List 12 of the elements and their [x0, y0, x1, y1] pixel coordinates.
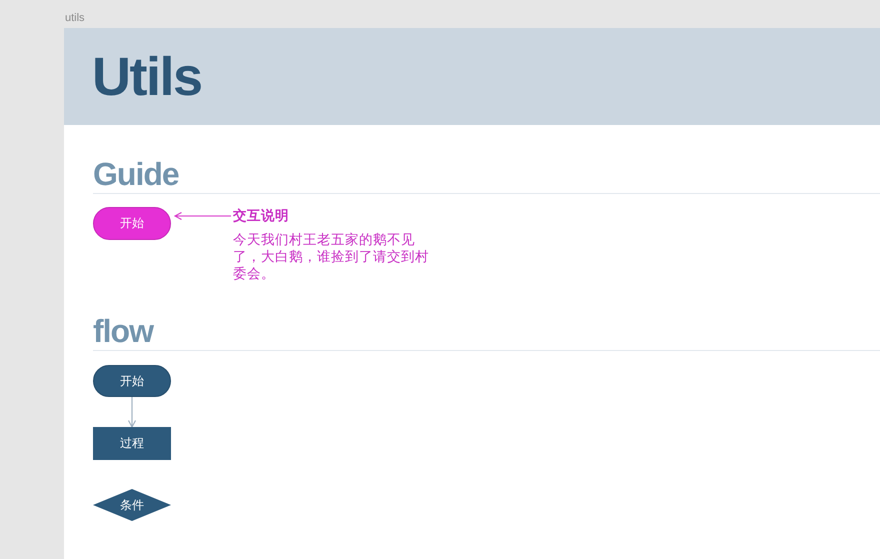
arrow: [174, 212, 231, 220]
note-text: 今天我们村王老五家的鹅不见了，大白鹅，谁捡到了请交到村委会。: [233, 231, 430, 282]
section-heading: flow: [93, 315, 153, 347]
note-heading: 交互说明: [233, 207, 290, 224]
page-title: Utils: [92, 50, 202, 104]
terminal-pill: 开始: [93, 365, 171, 397]
page-label: utils: [65, 12, 85, 24]
decision-diamond: 条件: [93, 489, 171, 521]
process-box: 过程: [93, 427, 171, 460]
section-heading: Guide: [93, 158, 179, 190]
terminal-pill: 开始: [93, 207, 171, 240]
arrow: [128, 397, 136, 428]
